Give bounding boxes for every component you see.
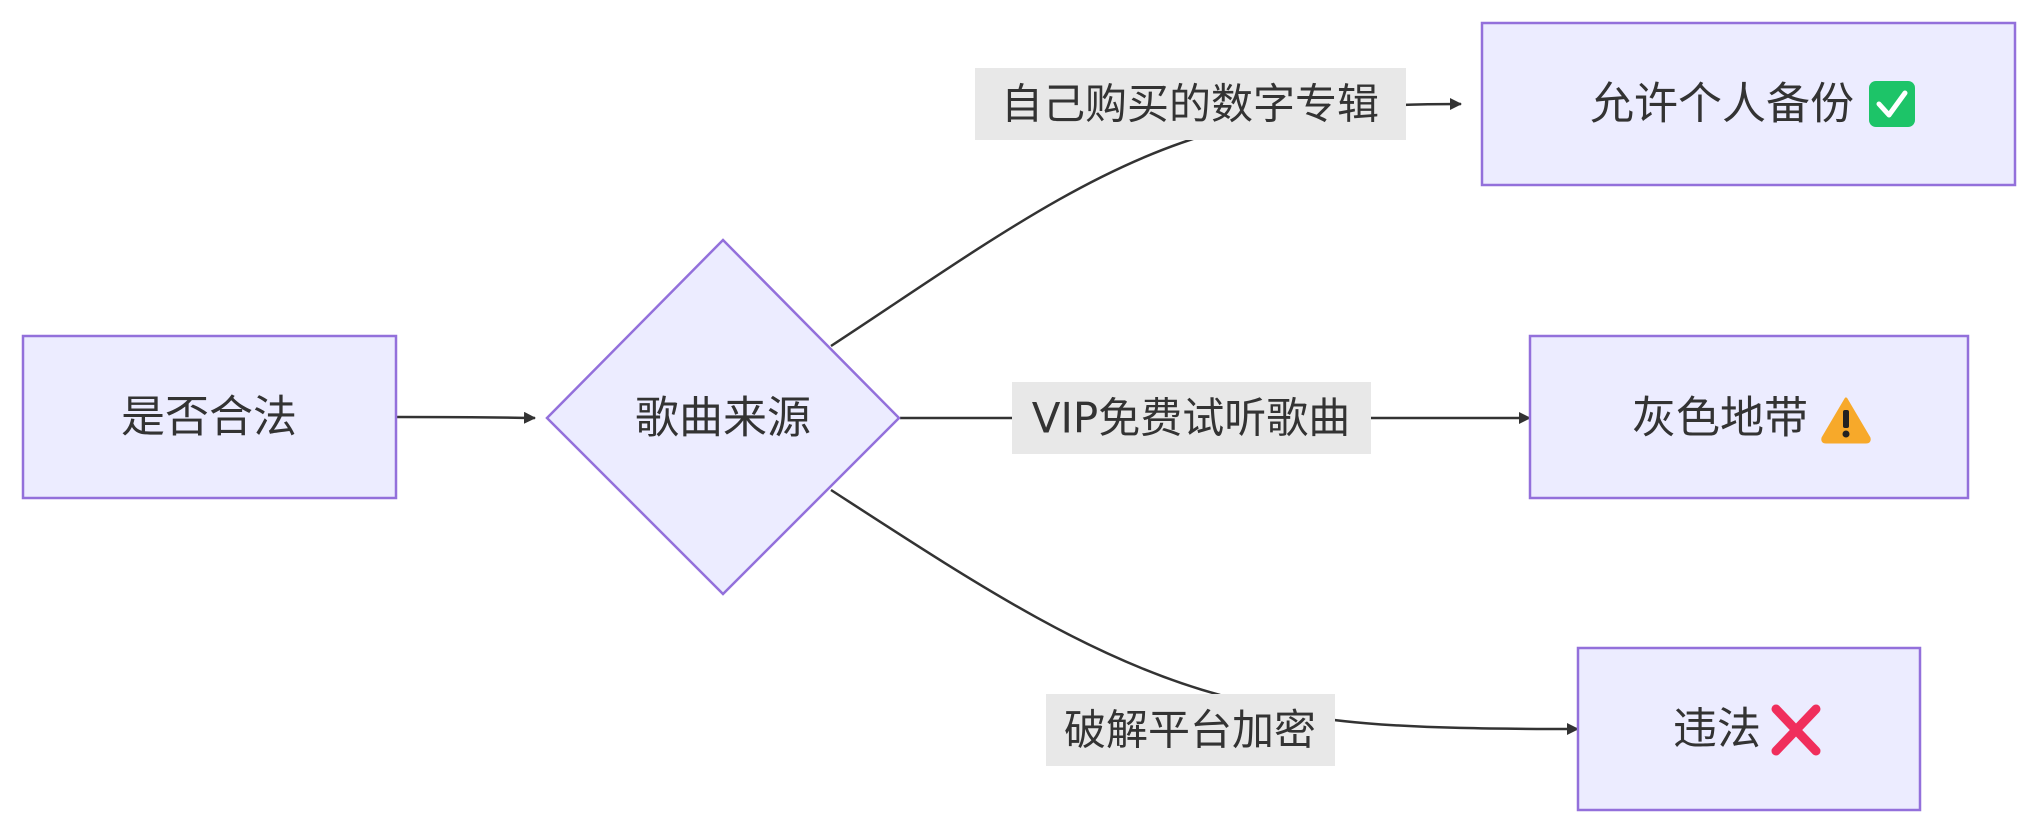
node-decision-label: 歌曲来源	[635, 393, 811, 444]
edge-label-to-allowed: 自己购买的数字专辑	[975, 68, 1406, 140]
node-gray: 灰色地带	[1528, 334, 1970, 500]
edge-label-to-illegal-text: 破解平台加密	[1064, 706, 1316, 755]
node-illegal-label: 违法	[1673, 704, 1761, 755]
node-illegal: 违法	[1576, 646, 1922, 812]
edge-label-to-gray-text: VIP免费试听歌曲	[1032, 394, 1350, 443]
warning-icon	[1821, 397, 1871, 444]
node-allowed-label: 允许个人备份	[1590, 79, 1854, 130]
edge-decision-to-allowed	[830, 98, 1462, 348]
node-start-label: 是否合法	[121, 392, 297, 443]
node-start: 是否合法	[21, 334, 398, 500]
node-decision: 歌曲来源	[545, 238, 901, 596]
edge-label-to-illegal: 破解平台加密	[1046, 694, 1335, 766]
edge-start-to-decision	[396, 411, 536, 424]
check-mark-icon	[1869, 81, 1915, 127]
node-allowed: 允许个人备份	[1480, 21, 2017, 187]
edge-label-to-gray: VIP免费试听歌曲	[1012, 382, 1371, 454]
cross-mark-icon	[1771, 704, 1821, 756]
edge-label-to-allowed-text: 自己购买的数字专辑	[1001, 80, 1379, 129]
node-gray-label: 灰色地带	[1632, 393, 1808, 444]
edge-decision-to-illegal	[830, 488, 1579, 735]
